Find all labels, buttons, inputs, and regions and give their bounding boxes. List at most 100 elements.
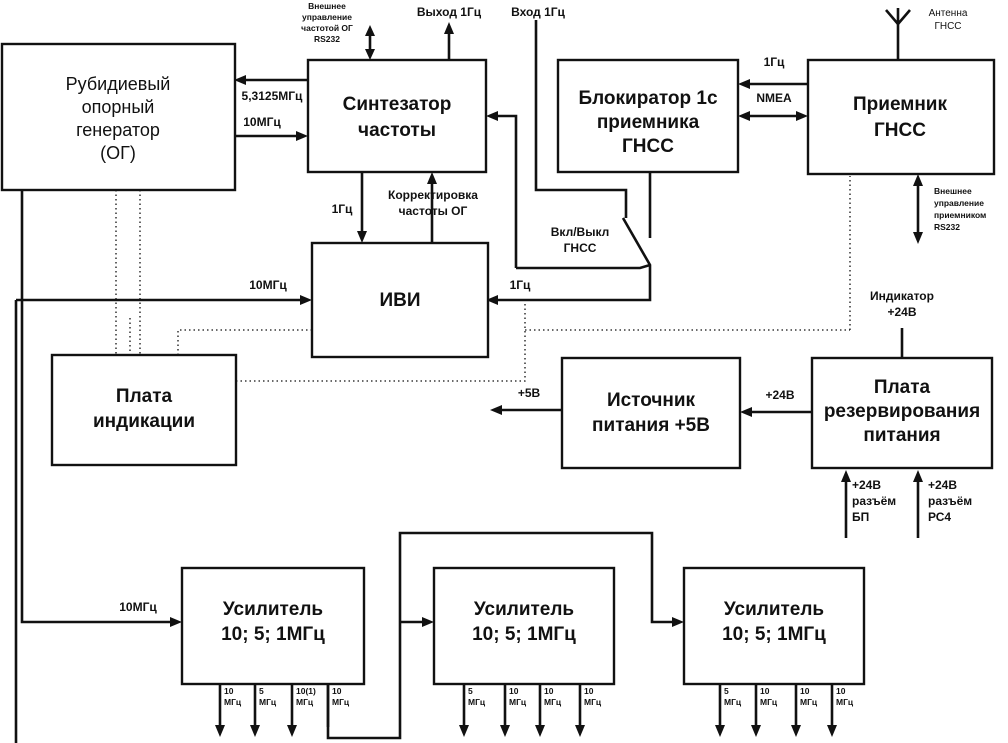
label-nmea: NMEA [756,91,792,105]
label-conn-bp-2: разъём [852,494,896,508]
label-conn-rs4-3: РС4 [928,510,951,524]
amp1-output-2-label-1: 5 [259,686,264,696]
rubidium-line-3: генератор [76,120,160,140]
amp2-output-2-label-1: 10 [509,686,519,696]
amp3-output-4-label-2: МГц [836,697,854,707]
amp2-output-3-arrow [535,725,545,737]
label-correction-2: частоты ОГ [399,204,468,218]
signal-lines [14,8,923,743]
ivi-label: ИВИ [379,290,420,311]
amp2-output-3-label-1: 10 [544,686,554,696]
synth-line-2: частоты [358,120,436,141]
amp3-output-3-label-1: 10 [800,686,810,696]
label-plus-5v: +5В [518,386,541,400]
block-gnss-receiver: Приемник ГНСС [806,58,996,176]
backup-line-1: Плата [874,377,931,398]
rubidium-line-4: (ОГ) [100,143,136,163]
amp2-line-1: Усилитель [474,599,574,620]
label-ext-rx-3: приемником [934,210,986,220]
amp3-output-2-label-1: 10 [760,686,770,696]
amp1-output-3-label-2: МГц [296,697,314,707]
block-display-board: Плата индикации [50,353,238,467]
amplifier-outputs: 10МГц5МГц10(1)МГц10МГц5МГц10МГц10МГц10МГ… [215,684,854,737]
label-conn-rs4-1: +24В [928,478,957,492]
synth-line-1: Синтезатор [343,94,452,115]
block-ivi: ИВИ [310,241,490,359]
label-correction-1: Корректировка [388,188,478,202]
amp3-output-4-arrow [827,725,837,737]
amp1-output-3-label-1: 10(1) [296,686,316,696]
amp3-output-2-arrow [751,725,761,737]
label-10mhz-ivi: 10МГц [249,278,287,292]
amp2-output-1-label-1: 5 [468,686,473,696]
amp2-output-4-arrow [575,725,585,737]
amp3-output-3-label-2: МГц [800,697,818,707]
psu-line-2: питания +5В [592,415,710,436]
label-ext-og-1: Внешнее [308,1,346,11]
amp2-line-2: 10; 5; 1МГц [472,624,576,645]
block-amplifier-2: Усилитель 10; 5; 1МГц [432,566,616,686]
label-plus-24v: +24В [765,388,794,402]
amp1-output-2-arrow [250,725,260,737]
display-line-2: индикации [93,411,195,432]
rubidium-line-2: опорный [82,97,155,117]
amp1-output-3-arrow [287,725,297,737]
label-ext-og-2: управление [302,12,352,22]
amp1-output-2-label-2: МГц [259,697,277,707]
label-10mhz-og: 10МГц [243,115,281,129]
label-gnss-switch-2: ГНСС [564,241,597,255]
block-power-backup: Плата резервирования питания [810,356,994,470]
receiver-line-2: ГНСС [874,120,926,141]
label-conn-bp-3: БП [852,510,869,524]
label-ext-rx-2: управление [934,198,984,208]
blocker-line-1: Блокиратор 1с [578,88,718,109]
amp1-output-1-label-2: МГц [224,697,242,707]
label-conn-rs4-2: разъём [928,494,972,508]
connection-labels: Внешнее управление частотой ОГ RS232 Вых… [119,1,986,614]
label-ext-rx-1: Внешнее [934,186,972,196]
block-frequency-synthesizer: Синтезатор частоты [306,58,488,174]
display-line-1: Плата [116,386,173,407]
amp3-line-1: Усилитель [724,599,824,620]
amp1-output-4-label-2: МГц [332,697,350,707]
amp1-output-1-arrow [215,725,225,737]
block-amplifier-3: Усилитель 10; 5; 1МГц [682,566,866,686]
label-gnss-switch-1: Вкл/Выкл [551,225,609,239]
label-ext-og-3: частотой ОГ [301,23,353,33]
amp2-output-3-label-2: МГц [544,697,562,707]
amp2-output-2-label-2: МГц [509,697,527,707]
amp1-line-1: Усилитель [223,599,323,620]
backup-line-3: питания [863,425,940,446]
label-10mhz-amp: 10МГц [119,600,157,614]
amp2-output-4-label-1: 10 [584,686,594,696]
amp3-output-2-label-2: МГц [760,697,778,707]
amp3-line-2: 10; 5; 1МГц [722,624,826,645]
blocker-line-3: ГНСС [622,136,674,157]
amp2-output-4-label-2: МГц [584,697,602,707]
amp3-output-1-label-1: 5 [724,686,729,696]
amp3-output-1-label-2: МГц [724,697,742,707]
block-blocker: Блокиратор 1с приемника ГНСС [556,58,740,174]
label-in-1hz: Вход 1Гц [511,5,565,19]
amp3-output-4-label-1: 10 [836,686,846,696]
blocker-line-2: приемника [597,112,700,133]
label-antenna-1: Антенна [929,8,968,19]
label-ext-og-4: RS232 [314,34,340,44]
label-out-1hz: Выход 1Гц [417,5,482,19]
label-1hz-synth: 1Гц [332,202,353,216]
amp2-output-1-label-2: МГц [468,697,486,707]
amp1-line-2: 10; 5; 1МГц [221,624,325,645]
rubidium-line-1: Рубидиевый [66,74,171,94]
label-antenna-2: ГНСС [934,21,961,32]
amp1-output-4-label-1: 10 [332,686,342,696]
amp2-output-1-arrow [459,725,469,737]
label-indicator-1: Индикатор [870,289,934,303]
block-amplifier-1: Усилитель 10; 5; 1МГц [180,566,366,686]
label-indicator-2: +24В [887,305,916,319]
label-1hz-top: 1Гц [764,55,785,69]
amp1-output-1-label-1: 10 [224,686,234,696]
label-ext-rx-4: RS232 [934,222,960,232]
indication-wiring [52,176,851,382]
